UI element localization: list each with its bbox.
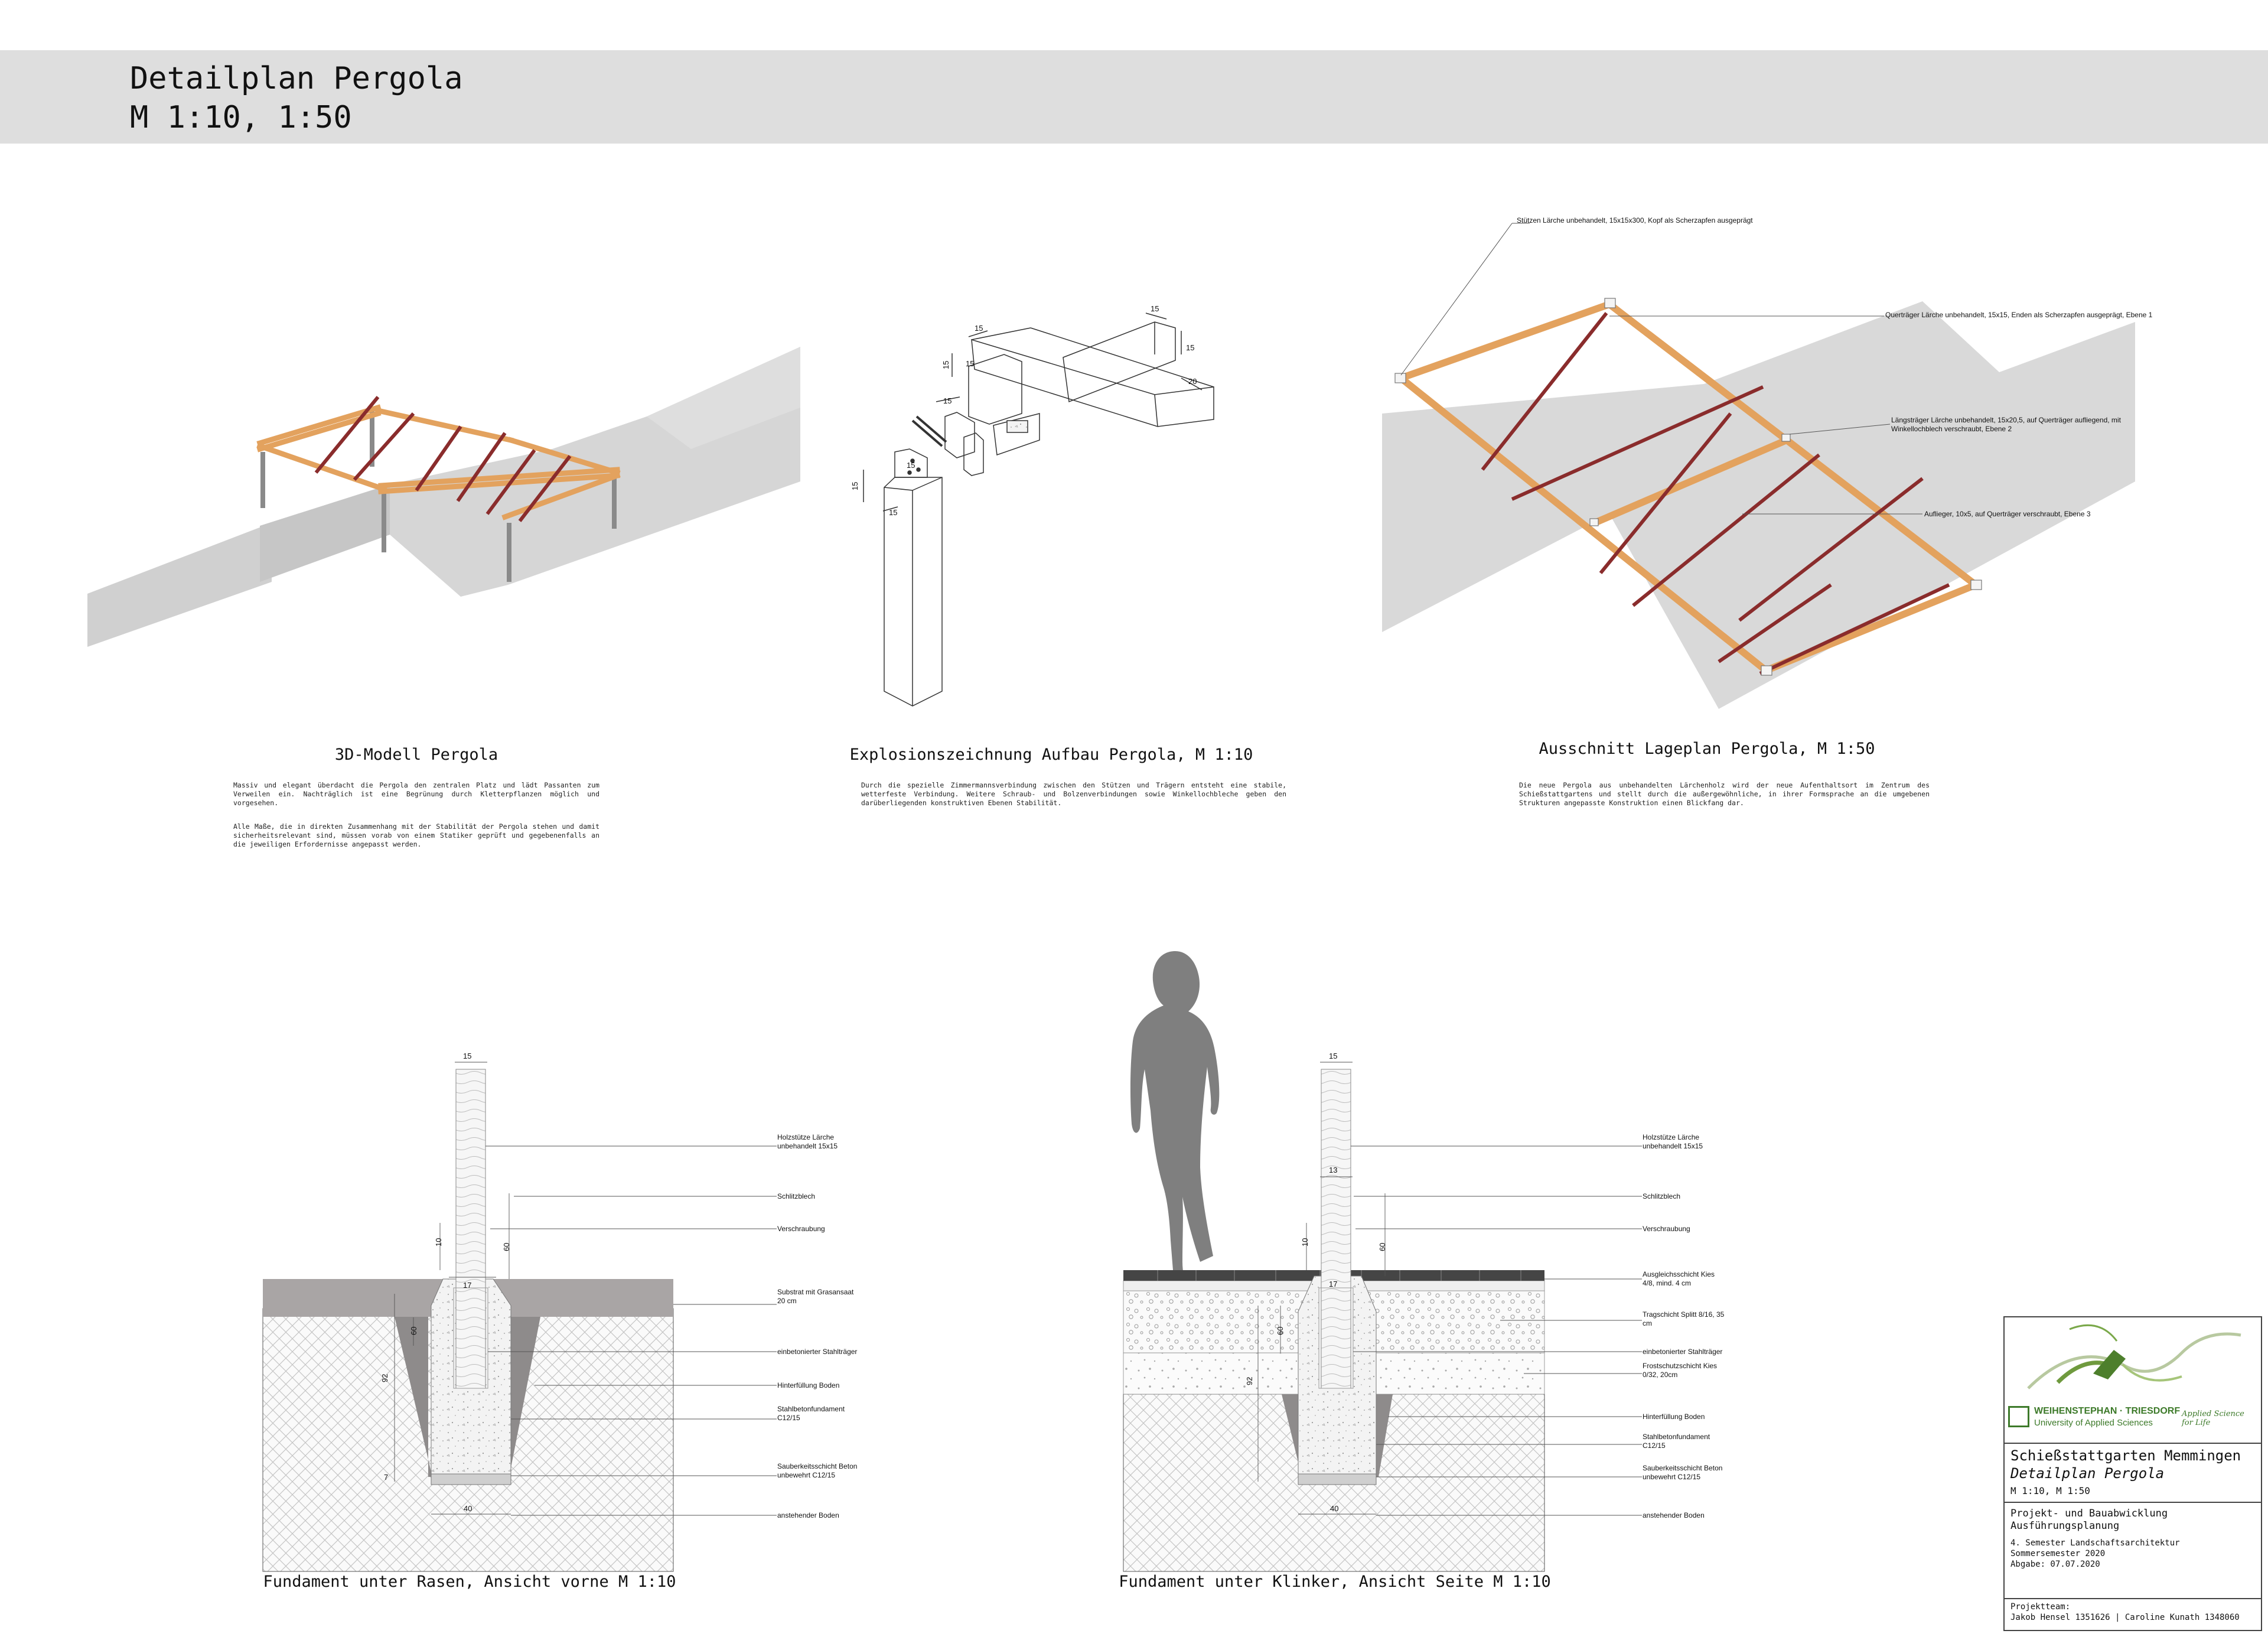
title-line-2: M 1:10, 1:50 bbox=[130, 100, 352, 135]
tb-phase-1: Projekt- und Bauabwicklung bbox=[2010, 1508, 2168, 1519]
clinker-label-foundation: Stahlbetonfundament C12/15 bbox=[1643, 1433, 1710, 1450]
svg-text:10: 10 bbox=[1301, 1238, 1309, 1247]
caption-explosion: Explosionszeichnung Aufbau Pergola, M 1:… bbox=[849, 746, 1253, 764]
lawn-label-substrate: Substrat mit Grasansaat 20 cm bbox=[777, 1288, 854, 1305]
university-logo-icon bbox=[2027, 1324, 2241, 1389]
lawn-label-blinding: Sauberkeitsschicht Beton unbewehrt C12/1… bbox=[777, 1462, 858, 1479]
clinker-label-backfill: Hinterfüllung Boden bbox=[1643, 1413, 1705, 1421]
clinker-label-slotplate: Schlitzblech bbox=[1643, 1192, 1681, 1200]
plan-label-crossbeam: Querträger Lärche unbehandelt, 15x15, En… bbox=[1885, 311, 2153, 319]
plan-label-posts: Stützen Lärche unbehandelt, 15x15x300, K… bbox=[1517, 216, 1753, 224]
svg-text:7: 7 bbox=[384, 1473, 388, 1482]
tb-team: Jakob Hensel 1351626 | Caroline Kunath 1… bbox=[2010, 1613, 2240, 1622]
svg-text:17: 17 bbox=[1329, 1280, 1337, 1288]
plan-label-rafter: Auflieger, 10x5, auf Querträger verschra… bbox=[1924, 510, 2091, 518]
clinker-label-base: Tragschicht Splitt 8/16, 35 cm bbox=[1643, 1310, 1725, 1327]
svg-text:15: 15 bbox=[463, 1052, 471, 1060]
svg-text:60: 60 bbox=[409, 1327, 418, 1335]
text-3d-model-1: Massiv und elegant überdacht die Pergola… bbox=[233, 781, 599, 807]
svg-text:40: 40 bbox=[464, 1504, 472, 1513]
caption-found-clinker: Fundament unter Klinker, Ansicht Seite M… bbox=[1119, 1573, 1551, 1591]
header-bar bbox=[0, 50, 2268, 144]
svg-text:15: 15 bbox=[1151, 304, 1159, 313]
svg-text:15: 15 bbox=[850, 482, 859, 490]
tb-phase-2: Ausführungsplanung bbox=[2010, 1520, 2120, 1532]
svg-text:92: 92 bbox=[1245, 1377, 1254, 1385]
title-block: WEIHENSTEPHAN · TRIESDORF University of … bbox=[2003, 1316, 2262, 1631]
tb-course-3: Abgabe: 07.07.2020 bbox=[2010, 1560, 2100, 1569]
text-3d-model-2: Alle Maße, die in direkten Zusammenhang … bbox=[233, 822, 599, 848]
explosion-dim-labels: 15 15 15 15 15 20 15 15 15 15 bbox=[850, 304, 1197, 517]
svg-text:15: 15 bbox=[975, 324, 983, 333]
logo-script: Applied Science for Life bbox=[2182, 1410, 2244, 1427]
lawn-label-slotplate: Schlitzblech bbox=[777, 1192, 816, 1200]
tb-project: Schießstattgarten Memmingen bbox=[2010, 1447, 2241, 1464]
plan-label-longbeam: Längsträger Lärche unbehandelt, 15x20,5,… bbox=[1891, 416, 2121, 433]
lawn-label-steel: einbetonierter Stahlträger bbox=[777, 1348, 858, 1356]
lawn-label-post: Holzstütze Lärche unbehandelt 15x15 bbox=[777, 1133, 838, 1150]
logo-sub: University of Applied Sciences bbox=[2034, 1418, 2153, 1428]
model-3d-drawing bbox=[87, 347, 800, 647]
svg-text:15: 15 bbox=[966, 359, 974, 368]
page-title: Detailplan Pergola M 1:10, 1:50 bbox=[130, 59, 463, 137]
foundation-lawn-drawing: 15 10 60 17 60 92 7 40 bbox=[262, 1052, 777, 1572]
clinker-label-levelling: Ausgleichsschicht Kies 4/8, mind. 4 cm bbox=[1643, 1270, 1715, 1287]
clinker-label-post: Holzstütze Lärche unbehandelt 15x15 bbox=[1643, 1133, 1703, 1150]
tb-team-label: Projektteam: bbox=[2010, 1602, 2071, 1612]
text-plan: Die neue Pergola aus unbehandelten Lärch… bbox=[1519, 781, 1930, 807]
plan-drawing bbox=[1382, 223, 2135, 709]
svg-text:15: 15 bbox=[907, 461, 915, 470]
tb-scale: M 1:10, M 1:50 bbox=[2010, 1485, 2090, 1496]
lawn-label-backfill: Hinterfüllung Boden bbox=[777, 1381, 840, 1389]
title-line-1: Detailplan Pergola bbox=[130, 61, 463, 96]
clinker-label-frost: Frostschutzschicht Kies 0/32, 20cm bbox=[1643, 1362, 1718, 1379]
svg-text:20: 20 bbox=[1188, 377, 1197, 386]
logo-mark-icon bbox=[2008, 1406, 2029, 1427]
clinker-label-screw: Verschraubung bbox=[1643, 1225, 1690, 1233]
caption-plan: Ausschnitt Lageplan Pergola, M 1:50 bbox=[1539, 740, 1875, 758]
tb-course-2: Sommersemester 2020 bbox=[2010, 1549, 2106, 1558]
clinker-label-soil: anstehender Boden bbox=[1643, 1511, 1705, 1519]
svg-text:15: 15 bbox=[941, 361, 950, 369]
svg-text:60: 60 bbox=[1276, 1327, 1285, 1335]
clinker-label-blinding: Sauberkeitsschicht Beton unbewehrt C12/1… bbox=[1643, 1464, 1723, 1481]
tb-course-1: 4. Semester Landschaftsarchitektur bbox=[2010, 1538, 2180, 1548]
svg-text:15: 15 bbox=[1186, 343, 1194, 352]
tb-plan-title: Detailplan Pergola bbox=[2010, 1465, 2165, 1482]
svg-text:60: 60 bbox=[502, 1243, 511, 1251]
svg-text:15: 15 bbox=[1329, 1052, 1337, 1060]
caption-found-lawn: Fundament unter Rasen, Ansicht vorne M 1… bbox=[263, 1573, 676, 1591]
text-explosion: Durch die spezielle Zimmermannsverbindun… bbox=[861, 781, 1286, 807]
human-figure bbox=[1130, 951, 1220, 1291]
svg-text:40: 40 bbox=[1330, 1504, 1338, 1513]
lawn-label-foundation: Stahlbetonfundament C12/15 bbox=[777, 1405, 845, 1422]
foundation-clinker-drawing: 15 13 10 60 17 60 92 40 bbox=[1123, 1052, 1642, 1572]
lawn-label-soil: anstehender Boden bbox=[777, 1511, 839, 1519]
svg-text:10: 10 bbox=[434, 1238, 443, 1247]
explosion-drawing bbox=[863, 313, 1214, 707]
svg-text:17: 17 bbox=[463, 1281, 471, 1290]
svg-text:15: 15 bbox=[943, 396, 951, 405]
caption-3d-model: 3D-Modell Pergola bbox=[334, 746, 498, 764]
svg-text:60: 60 bbox=[1378, 1243, 1387, 1251]
logo-name: WEIHENSTEPHAN · TRIESDORF bbox=[2034, 1406, 2181, 1416]
svg-text:13: 13 bbox=[1329, 1166, 1337, 1174]
svg-text:92: 92 bbox=[380, 1374, 389, 1382]
lawn-label-screw: Verschraubung bbox=[777, 1225, 825, 1233]
svg-text:15: 15 bbox=[889, 508, 897, 517]
clinker-label-steel: einbetonierter Stahlträger bbox=[1643, 1348, 1723, 1356]
